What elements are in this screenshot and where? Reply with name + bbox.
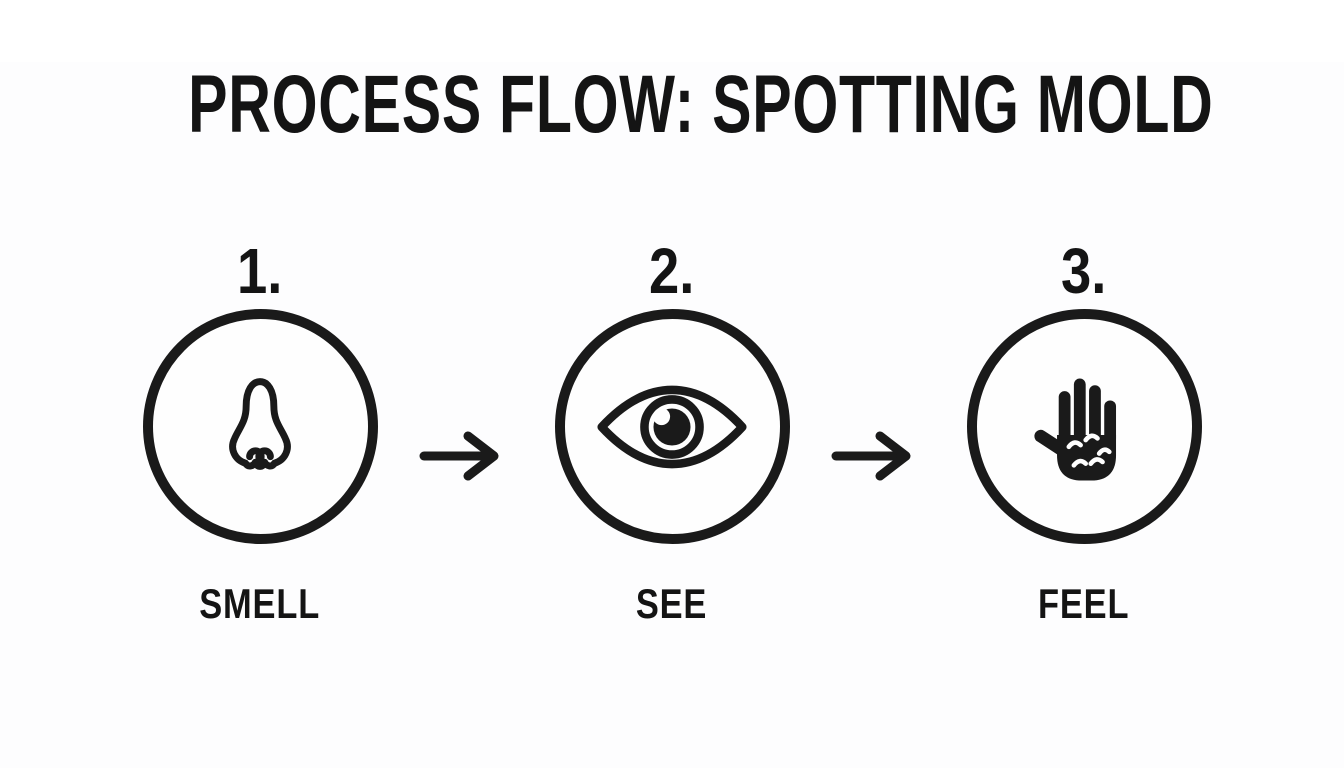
arrow-right-icon [830, 430, 926, 482]
flow-connector [378, 430, 555, 482]
step-number: 3. [1061, 235, 1107, 308]
step-number: 1. [237, 235, 283, 308]
hand-icon [1025, 358, 1143, 496]
page-title: PROCESS FLOW: SPOTTING MOLD [188, 59, 1214, 150]
arrow-right-icon [418, 430, 514, 482]
process-flow: 1. SMELL [0, 235, 1344, 628]
flow-connector [790, 430, 967, 482]
infographic-canvas: PROCESS FLOW: SPOTTING MOLD 1. SMELL [0, 62, 1344, 768]
step-circle [554, 309, 790, 545]
step-label: FEEL [1038, 580, 1130, 628]
step-see: 2. SEE [554, 235, 790, 628]
nose-icon [210, 366, 310, 488]
step-circle [966, 309, 1202, 545]
step-number: 2. [649, 235, 695, 308]
step-circle [142, 309, 378, 545]
step-feel: 3. [966, 235, 1202, 628]
step-smell: 1. SMELL [142, 235, 378, 628]
eye-icon [596, 381, 748, 473]
step-label: SEE [636, 580, 708, 628]
step-label: SMELL [199, 580, 321, 628]
